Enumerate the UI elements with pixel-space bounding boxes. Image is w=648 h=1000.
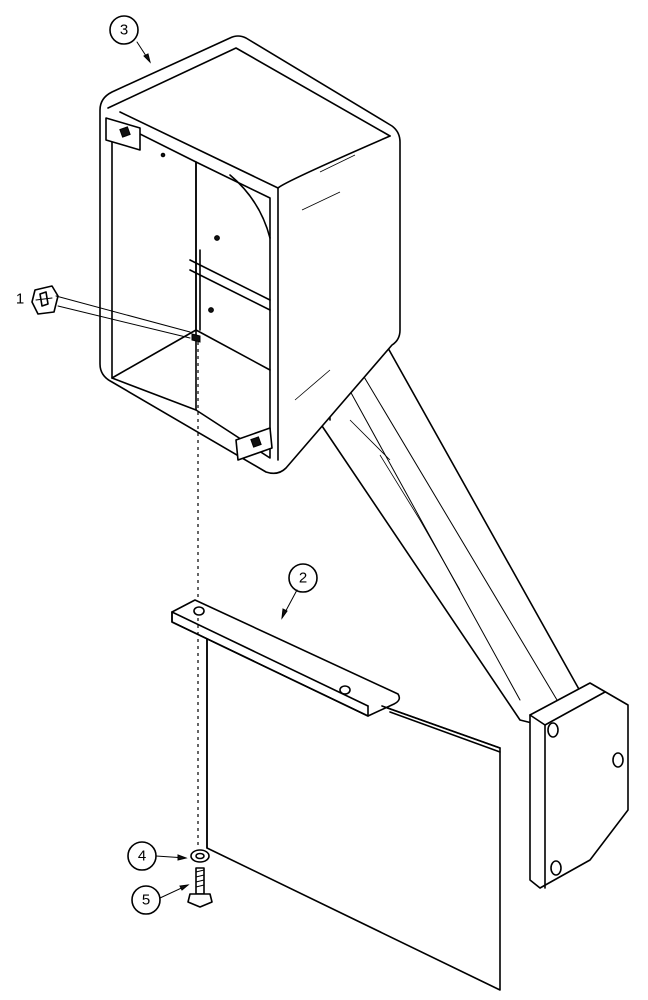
callout-4: 4 xyxy=(127,841,157,871)
callout-label: 4 xyxy=(138,848,146,865)
flange-hole-icon xyxy=(339,685,351,695)
callout-label: 2 xyxy=(299,570,307,587)
clip-part-icon xyxy=(31,285,59,315)
callout-1: 1 xyxy=(16,291,24,308)
callout-label: 5 xyxy=(142,892,150,909)
callout-label: 1 xyxy=(16,291,24,308)
mounting-plate xyxy=(529,682,629,889)
callout-3: 3 xyxy=(109,15,139,45)
flange-hole-icon xyxy=(193,606,205,616)
plate-hole-icon xyxy=(550,860,562,876)
panel-bracket xyxy=(171,599,501,991)
callout-2: 2 xyxy=(288,563,318,593)
callout-5: 5 xyxy=(131,885,161,915)
box-housing xyxy=(99,35,401,475)
leader-lines xyxy=(55,41,298,899)
plate-hole-icon xyxy=(612,752,624,768)
callout-label: 3 xyxy=(120,22,128,39)
mounting-hole xyxy=(191,333,201,343)
bolt-part-icon xyxy=(187,867,213,908)
plate-hole-icon xyxy=(547,722,559,738)
washer-part-icon xyxy=(190,849,210,863)
